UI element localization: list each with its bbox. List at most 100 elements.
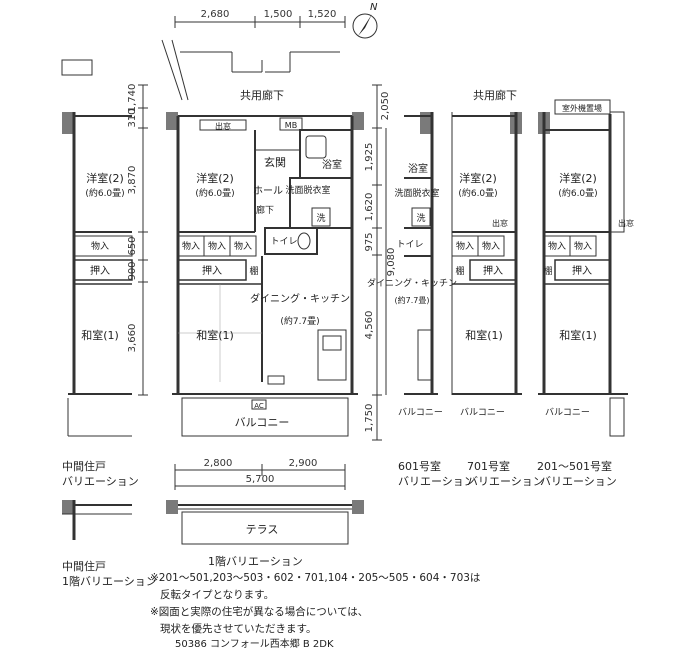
unit601-balcony: バルコニー [398,407,443,418]
note-line-1: ※201～501,203～503・602・701,104・205～505・604… [150,572,481,584]
unit701-closet: 押入 [483,264,503,277]
top-dim-1: 2,680 [201,9,230,20]
first-floor-plan: テラス 1階バリエーション [166,500,364,568]
unit201-closet: 押入 [572,264,592,277]
unit201-western-size: (約6.0畳) [558,187,597,199]
unit701-balcony: バルコニー [460,407,505,418]
first-floor-caption: 1階バリエーション [208,554,303,568]
unit601-toilet: トイレ [396,240,423,250]
compass-icon: N [352,2,378,39]
unit201-caption-1: 201～501号室 [537,459,612,473]
main-washer: 洗 [316,212,325,224]
unit201-storage-1: 物入 [574,240,592,252]
footer-caption: 50386 コンフォール西本郷 B 2DK [175,639,334,650]
unit601-dining-size: (約7.7畳) [395,295,430,305]
left-dim-1: 1,740 [127,84,138,113]
right-dimension-line: 2,050 1,925 1,620 975 4,560 1,750 9,080 [364,84,397,441]
unit701-storage-1: 物入 [482,240,500,252]
unit701-caption-1: 701号室 [467,459,510,473]
bottom-dimension-line: 2,800 2,900 5,700 [174,458,346,490]
unit601-washer: 洗 [416,212,425,224]
main-storage-1: 物入 [182,240,200,252]
main-tana: 棚 [249,265,258,277]
unit701-japanese-room: 和室(1) [465,328,503,342]
mid-1f-caption-2: 1階バリエーション [62,574,157,588]
unit601-bath: 浴室 [408,162,428,175]
left-dimension-line: 1,740 310 3,870 650 900 3,660 [127,84,148,396]
mid-western-size: (約6.0畳) [85,187,124,199]
right-dim-6: 1,750 [364,404,375,433]
unit201-outdoor-unit: 室外機置場 [562,103,602,113]
unit601-dining: ダイニング・キッチン [367,277,457,289]
note-line-2: 反転タイプとなります。 [160,589,275,601]
unit701-bay: 出窓 [492,218,508,228]
main-mb-label: MB [285,121,297,130]
right-dim-5: 4,560 [364,311,375,340]
left-dim-6: 3,660 [127,324,138,353]
mid-western-room: 洋室(2) [86,171,124,185]
main-storage-3: 物入 [234,240,252,252]
main-rouka: 廊下 [256,204,274,216]
left-dim-3: 3,870 [127,166,138,195]
unit201-tana: 棚 [543,265,552,277]
unit201-bay: 出窓 [618,218,634,228]
unit601-caption-1: 601号室 [398,459,441,473]
mid-storage: 物入 [91,240,109,252]
note-line-3: ※図面と実際の住宅が異なる場合については、 [150,606,369,618]
main-storage-2: 物入 [208,240,226,252]
right-dim-1: 2,050 [380,92,391,121]
unit201-western-room: 洋室(2) [559,171,597,185]
main-dining: ダイニング・キッチン [250,292,350,305]
mid-first-floor-plan: 中間住戸 1階バリエーション [62,500,157,588]
right-dim-2: 1,925 [364,143,375,172]
compass-north: N [370,2,378,13]
main-bay-label: 出窓 [215,121,231,131]
unit201-balcony: バルコニー [545,407,590,418]
main-toilet: トイレ [270,237,297,247]
approach-lines [161,39,340,101]
main-balcony: バルコニー [235,416,290,429]
unit701-western-room: 洋室(2) [459,171,497,185]
unit201-japanese-room: 和室(1) [559,328,597,342]
bottom-dim-1: 2,800 [204,458,233,469]
bottom-dim-2: 2,900 [289,458,318,469]
notes-block: ※201～501,203～503・602・701,104・205～505・604… [150,570,480,638]
main-corridor-label: 共用廊下 [240,88,284,102]
main-western-room: 洋室(2) [196,171,234,185]
right-dim-4: 975 [364,232,375,251]
right-dim-3: 1,620 [364,193,375,222]
unit701-tana: 棚 [455,265,464,277]
unit701-storage-2: 物入 [456,240,474,252]
top-dim-2: 1,500 [264,9,293,20]
total-depth: 9,080 [386,248,397,277]
main-washroom: 洗面脱衣室 [285,184,330,196]
unit201-storage-2: 物入 [548,240,566,252]
mid-closet: 押入 [90,264,110,277]
main-dining-size: (約7.7畳) [280,315,319,327]
main-genkan: 玄関 [264,155,286,169]
main-japanese-room: 和室(1) [196,328,234,342]
top-dimension-line: 2,680 1,500 1,520 [174,9,346,28]
unit601-corridor: 共用廊下 [473,88,517,102]
main-ac: AC [254,402,264,410]
unit-201-plan: 室外機置場 洋室(2) (約6.0畳) 出窓 物入 物入 押入 棚 和室(1) … [537,99,634,488]
unit701-caption-2: バリエーション [467,475,544,488]
mid-japanese-room: 和室(1) [81,328,119,342]
first-floor-terrace: テラス [246,523,279,536]
mid-caption-1: 中間住戸 [62,459,106,473]
unit601-caption-2: バリエーション [398,475,475,488]
total-width: 5,700 [246,474,275,485]
note-line-4: 現状を優先させていただきます。 [160,623,317,635]
main-unit-plan: 共用廊下 出窓 MB 洋室(2) (約6.0畳) 玄関 ホール 廊下 浴室 洗面… [166,88,364,437]
unit-701-plan: 洋室(2) (約6.0畳) 出窓 物入 物入 押入 棚 和室(1) バルコニー … [451,112,544,488]
mid-unit-plan: 洋室(2) (約6.0畳) 物入 押入 和室(1) 中間住戸 バリエーション [61,59,139,488]
main-hall: ホール [253,185,283,197]
unit-601-plan: 共用廊下 浴室 洗面脱衣室 洗 トイレ ダイニング・キッチン (約7.7畳) バ… [367,88,517,488]
main-closet: 押入 [202,264,222,277]
mid-caption-2: バリエーション [62,475,139,488]
main-western-size: (約6.0畳) [195,187,234,199]
unit201-caption-2: バリエーション [540,475,617,488]
main-bath: 浴室 [322,158,342,171]
unit701-western-size: (約6.0畳) [458,187,497,199]
